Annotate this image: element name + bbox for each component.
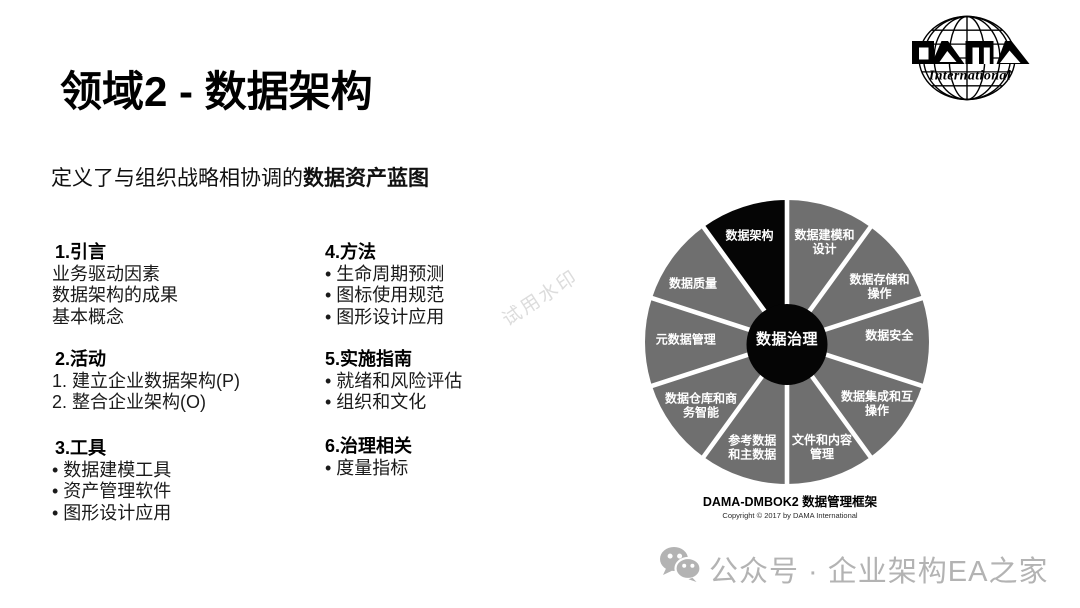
svg-text:International: International — [928, 69, 1011, 84]
svg-text:务智能: 务智能 — [683, 405, 719, 420]
svg-text:数据治理: 数据治理 — [756, 330, 818, 348]
svg-text:数据存储和: 数据存储和 — [849, 272, 909, 287]
svg-text:操作: 操作 — [865, 402, 889, 417]
svg-text:文件和内容: 文件和内容 — [792, 432, 852, 447]
svg-text:管理: 管理 — [810, 446, 834, 461]
svg-text:数据仓库和商: 数据仓库和商 — [665, 391, 737, 406]
svg-text:元数据管理: 元数据管理 — [656, 331, 716, 346]
svg-text:设计: 设计 — [812, 241, 836, 256]
svg-text:参考数据: 参考数据 — [728, 433, 776, 448]
svg-text:数据质量: 数据质量 — [669, 275, 717, 290]
svg-text:数据架构: 数据架构 — [725, 228, 773, 243]
svg-text:数据安全: 数据安全 — [865, 327, 914, 342]
svg-text:和主数据: 和主数据 — [727, 447, 776, 462]
svg-text:操作: 操作 — [867, 286, 891, 301]
svg-text:数据集成和互: 数据集成和互 — [841, 388, 913, 403]
svg-text:数据建模和: 数据建模和 — [794, 227, 854, 242]
